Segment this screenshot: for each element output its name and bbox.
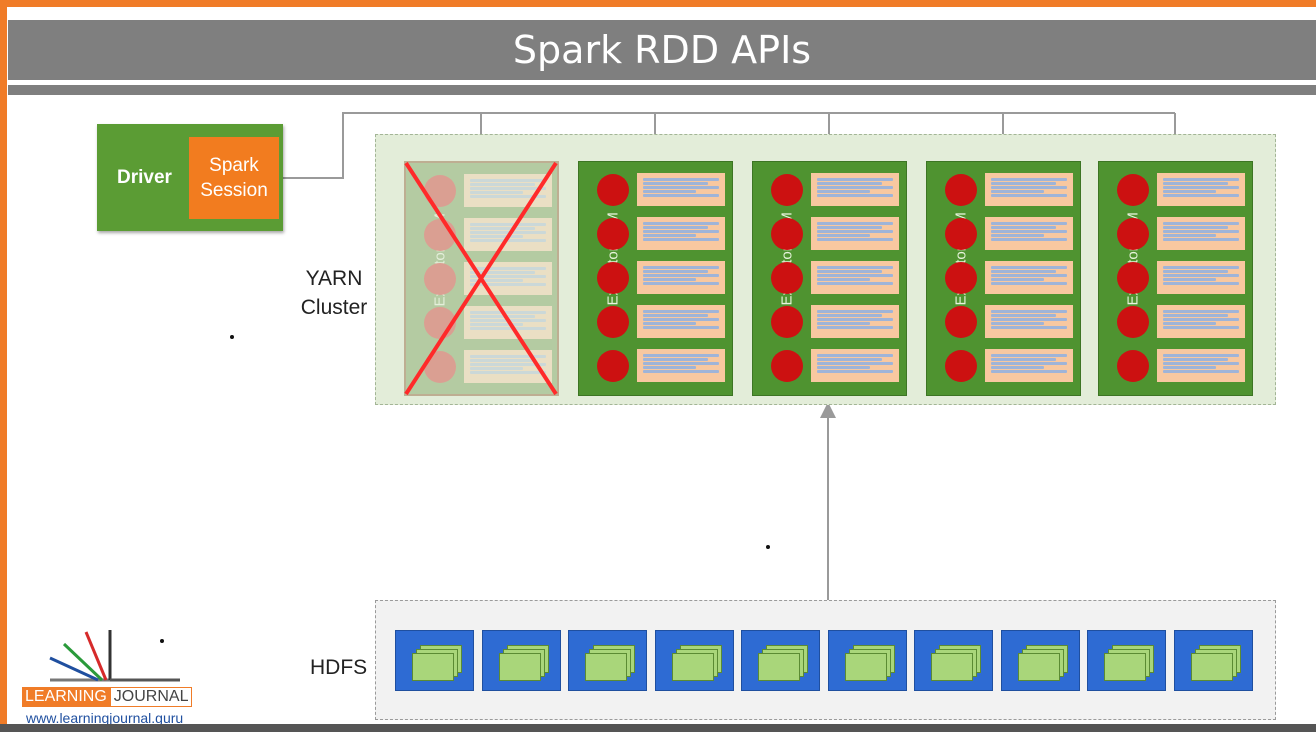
hdfs-block <box>481 630 561 691</box>
partition-block <box>811 173 899 206</box>
partition-block <box>985 305 1073 338</box>
hdfs-block <box>914 630 993 691</box>
hdfs-block <box>741 630 820 691</box>
task-circle <box>424 263 456 295</box>
partition-block <box>985 349 1073 382</box>
task-circle <box>771 350 803 382</box>
dot-marker <box>230 335 234 339</box>
partition-block <box>811 349 899 382</box>
task-circle <box>945 262 977 294</box>
partition-block <box>637 349 725 382</box>
executor-jvm: Executor JVM <box>752 161 907 396</box>
driver-box: Driver Spark Session <box>97 124 283 231</box>
partition-block <box>1157 349 1245 382</box>
partition-block <box>811 217 899 250</box>
task-circle <box>597 306 629 338</box>
task-circle <box>597 174 629 206</box>
logo-word-journal: JOURNAL <box>109 687 193 707</box>
bottom-bar <box>0 724 1316 732</box>
partition-block <box>637 305 725 338</box>
executor-jvm: Executor JVM <box>578 161 733 396</box>
partition-block <box>985 173 1073 206</box>
title-bar: Spark RDD APIs <box>8 20 1316 80</box>
task-circle <box>945 350 977 382</box>
partition-block <box>637 217 725 250</box>
task-circle <box>945 306 977 338</box>
task-circle <box>1117 350 1149 382</box>
task-circle <box>1117 218 1149 250</box>
hdfs-block <box>395 630 474 691</box>
task-circle <box>1117 306 1149 338</box>
partition-block <box>985 261 1073 294</box>
task-circle <box>597 262 629 294</box>
dot-marker <box>160 639 164 643</box>
task-circle <box>597 218 629 250</box>
title-underline <box>8 85 1316 95</box>
logo-wordmark: LEARNING JOURNAL <box>22 687 193 707</box>
task-circle <box>945 174 977 206</box>
partition-block <box>1157 261 1245 294</box>
partition-block <box>811 305 899 338</box>
partition-block <box>1157 305 1245 338</box>
task-circle <box>771 218 803 250</box>
yarn-cluster-label: YARN Cluster <box>300 267 368 319</box>
logo-url: www.learningjournal.guru <box>26 710 184 726</box>
task-circle <box>597 350 629 382</box>
task-circle <box>771 262 803 294</box>
task-circle <box>945 218 977 250</box>
spark-session-box: Spark Session <box>189 137 279 219</box>
hdfs-block <box>654 630 734 691</box>
spark-session-label: Spark Session <box>200 155 268 201</box>
driver-label: Driver <box>117 166 172 188</box>
hdfs-block <box>827 630 907 691</box>
partition-block <box>464 174 552 207</box>
slide-title: Spark RDD APIs <box>512 28 812 72</box>
partition-block <box>637 261 725 294</box>
partition-block <box>811 261 899 294</box>
executor-jvm: Executor JVM <box>1098 161 1253 396</box>
logo-word-learning: LEARNING <box>22 687 110 707</box>
task-circle <box>771 306 803 338</box>
partition-block <box>637 173 725 206</box>
hdfs-block <box>1173 630 1253 691</box>
hdfs-label: HDFS <box>310 656 368 679</box>
learning-journal-logo: LEARNING JOURNAL www.learningjournal.gur… <box>20 628 200 728</box>
task-circle <box>1117 262 1149 294</box>
logo-fan-icon <box>49 630 180 682</box>
hdfs-block <box>1000 630 1080 691</box>
partition-block <box>1157 217 1245 250</box>
hdfs-block <box>1087 630 1166 691</box>
dot-marker <box>766 545 770 549</box>
task-circle <box>1117 174 1149 206</box>
partition-block <box>464 262 552 295</box>
partition-block <box>1157 173 1245 206</box>
executor-jvm: Executor JVM <box>926 161 1081 396</box>
hdfs-block <box>568 630 647 691</box>
task-circle <box>771 174 803 206</box>
partition-block <box>985 217 1073 250</box>
